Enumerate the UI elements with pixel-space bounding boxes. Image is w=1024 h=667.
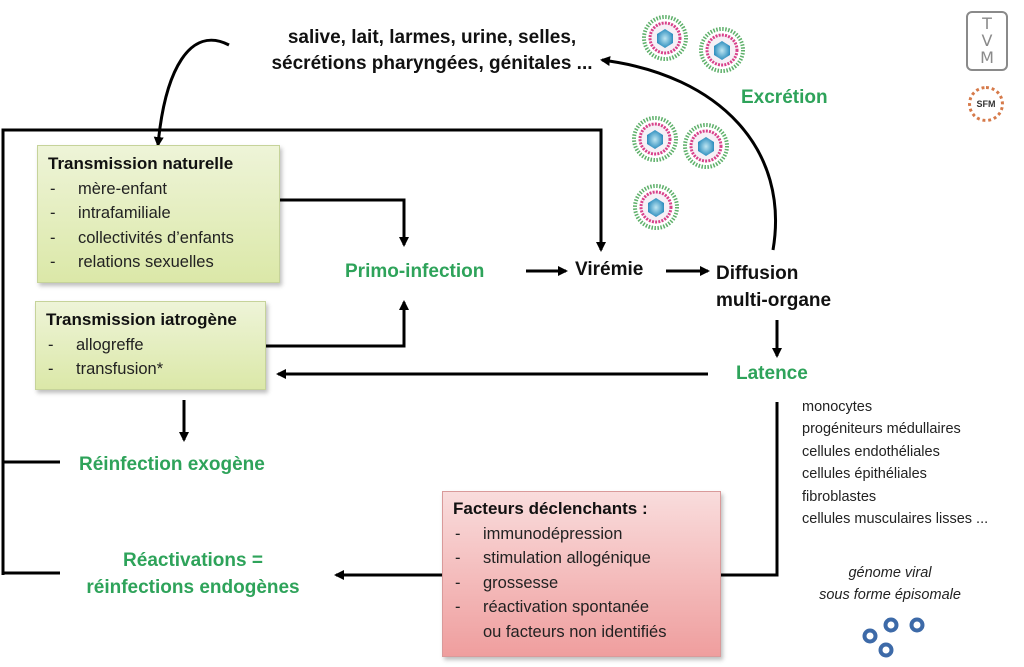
list-item: collectivités d’enfants	[48, 226, 269, 251]
label-viremie: Virémie	[575, 259, 644, 280]
facteurs-declenchants-box: Facteurs déclenchants : immunodépression…	[442, 491, 721, 657]
virus-icon	[633, 184, 679, 230]
latency-cells-list: monocytes progéniteurs médullaires cellu…	[802, 396, 988, 530]
list-item: cellules musculaires lisses ...	[802, 511, 989, 528]
episome-icon	[883, 617, 899, 633]
list-item: monocytes	[802, 399, 873, 415]
transmission-naturelle-box: Transmission naturelle mère-enfant intra…	[37, 145, 280, 283]
label-excretion: Excrétion	[741, 87, 828, 108]
label-diffusion: Diffusion multi-organe	[716, 263, 832, 311]
list-item: transfusion*	[46, 357, 255, 382]
list-item: grossesse	[453, 571, 710, 596]
facteurs-declenchants-title: Facteurs déclenchants :	[453, 499, 648, 518]
list-item: stimulation allogénique	[453, 546, 710, 571]
label-reactivations: Réactivations = réinfections endogènes	[86, 550, 300, 598]
virus-icon	[642, 15, 688, 61]
list-item: fibroblastes	[802, 488, 877, 505]
excretion-fluids: salive, lait, larmes, urine, selles, séc…	[262, 25, 602, 77]
list-item: relations sexuelles	[48, 250, 269, 275]
list-item: immunodépression	[453, 522, 710, 547]
arrow-excretion-to-transmission	[153, 38, 230, 147]
excretion-fluids-line1: salive, lait, larmes, urine, selles,	[287, 27, 577, 48]
list-item: réactivation spontanée	[453, 595, 710, 620]
list-item: intrafamiliale	[48, 201, 269, 226]
arrow-naturelle-to-primo	[279, 198, 409, 247]
list-item: mère-enfant	[48, 177, 269, 202]
line-reinfection-loop	[1, 128, 606, 575]
arrow-iatrogene-to-primo	[266, 300, 409, 348]
label-reinfection-exogene: Réinfection exogène	[79, 454, 265, 475]
tvm-logo: T V M	[966, 11, 1008, 71]
transmission-iatrogene-title: Transmission iatrogène	[46, 310, 237, 329]
list-item: cellules endothéliales	[802, 443, 940, 460]
list-item: cellules épithéliales	[802, 466, 927, 483]
virus-icon	[683, 123, 729, 169]
label-primo-infection: Primo-infection	[345, 261, 485, 282]
arrow-diffusion-to-excretion	[600, 56, 777, 251]
virus-icon	[699, 27, 745, 73]
sfm-logo: SFM	[968, 86, 1004, 122]
episome-icon	[909, 617, 925, 633]
transmission-iatrogene-box: Transmission iatrogène allogreffe transf…	[35, 301, 266, 390]
line-latence-to-facteurs	[720, 402, 779, 577]
episome-icon	[878, 642, 894, 658]
genome-caption: génome viral sous forme épisomale	[819, 565, 961, 603]
list-item: progéniteurs médullaires	[802, 421, 961, 438]
episome-icon	[862, 628, 878, 644]
virus-icon	[632, 116, 678, 162]
transmission-naturelle-title: Transmission naturelle	[48, 154, 234, 173]
label-latence: Latence	[736, 363, 808, 384]
list-item-continuation: ou facteurs non identifiés	[483, 622, 667, 641]
list-item: allogreffe	[46, 333, 255, 358]
excretion-fluids-line2: sécrétions pharyngées, génitales ...	[271, 53, 593, 74]
